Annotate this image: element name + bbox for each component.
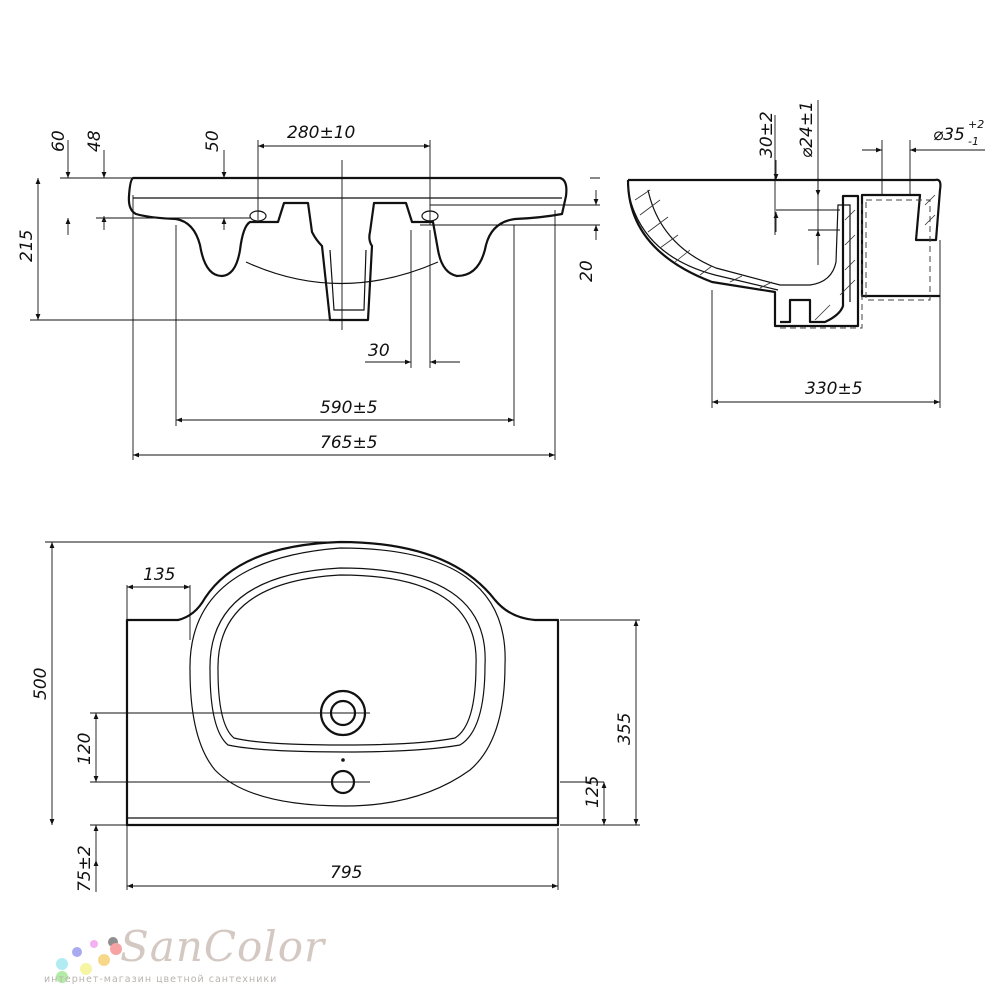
logo-dot <box>108 937 118 947</box>
logo-dot <box>98 954 110 966</box>
overflow-channel <box>329 249 367 311</box>
bowl-outer-rim <box>189 547 506 807</box>
logo-dot <box>110 943 122 955</box>
logo-dot <box>90 940 98 948</box>
dim-48: 48 <box>85 130 105 152</box>
dim-50: 50 <box>203 130 223 152</box>
side-view: 30±2 ⌀24±1 ⌀35 +2 -1 330±5 <box>626 100 985 408</box>
dim-500: 500 <box>31 668 51 700</box>
logo-name: SanColor <box>120 922 326 971</box>
logo-tagline: интернет-магазин цветной сантехники <box>44 974 278 985</box>
logo-dot <box>80 963 92 975</box>
dim-75: 75±2 <box>75 845 95 892</box>
dim-35-lower-tol: -1 <box>968 135 979 148</box>
dim-215: 215 <box>17 230 37 262</box>
bowl-inner-rim <box>209 567 486 753</box>
dim-135: 135 <box>143 565 175 585</box>
dim-330: 330±5 <box>805 379 863 399</box>
dim-355: 355 <box>615 713 635 745</box>
top-view: 135 500 120 355 125 75±2 795 <box>31 540 640 892</box>
dim-20: 20 <box>577 260 597 282</box>
dim-35-upper-tol: +2 <box>968 118 984 131</box>
bowl-bottom-curve <box>245 261 439 285</box>
top-basin-outline <box>125 540 560 827</box>
dim-795: 795 <box>330 863 362 883</box>
front-view: 60 48 50 280±10 215 20 30 590±5 765±5 <box>17 123 600 460</box>
dim-280: 280±10 <box>287 123 355 143</box>
sancolor-logo: SanColor интернет-магазин цветной сантех… <box>40 922 324 988</box>
logo-dot <box>56 958 68 970</box>
dim-125: 125 <box>583 776 603 808</box>
dim-765: 765±5 <box>320 433 378 453</box>
dim-60: 60 <box>49 130 69 152</box>
logo-dot <box>72 947 82 957</box>
front-basin-outline <box>127 176 568 322</box>
dim-diameter-35: ⌀35 <box>933 125 965 145</box>
dim-30: 30 <box>368 341 390 361</box>
logo-dot <box>56 971 68 983</box>
dim-590: 590±5 <box>320 398 378 418</box>
side-section-outline <box>626 178 942 328</box>
dim-diameter-24: ⌀24±1 <box>797 101 817 158</box>
dim-120: 120 <box>75 733 95 765</box>
dim-30-2: 30±2 <box>757 111 777 158</box>
